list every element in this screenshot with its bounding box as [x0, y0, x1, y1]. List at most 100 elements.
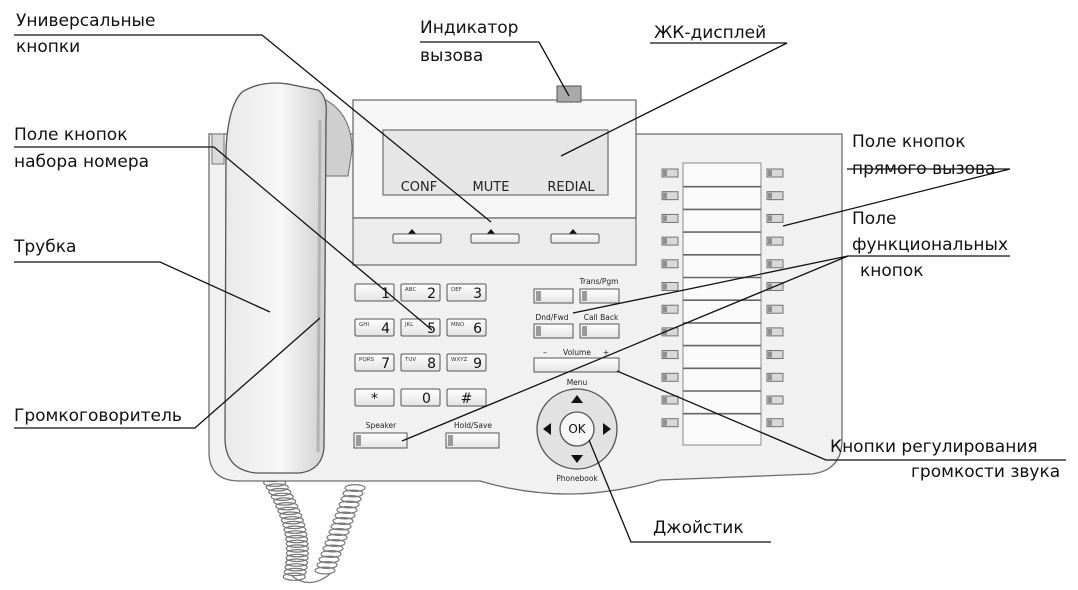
cord-coil [316, 560, 338, 569]
cord-coil [330, 522, 352, 531]
arrow-down-icon[interactable] [571, 455, 583, 463]
dial-key-letters: ABC [405, 287, 416, 293]
dial-key-face[interactable] [400, 318, 441, 337]
cord-coil [328, 527, 350, 536]
dss-button-right[interactable] [766, 418, 784, 428]
dss-button-left[interactable] [661, 395, 679, 405]
dss-button-left[interactable] [661, 327, 679, 337]
dss-button-left[interactable] [661, 168, 679, 178]
dial-key[interactable]: 4 GHI [354, 318, 395, 337]
cord-coil [332, 516, 354, 525]
dnd-fwd-button[interactable] [533, 323, 574, 339]
dss-led [768, 397, 772, 403]
dss-led [768, 328, 772, 335]
cord-coil [277, 506, 301, 516]
function-button-left[interactable] [533, 288, 574, 304]
leader-lines [14, 34, 1066, 543]
dss-button-right[interactable] [766, 236, 784, 246]
cord-coil [268, 487, 292, 497]
dss-button-left[interactable] [661, 236, 679, 246]
dss-button-right[interactable] [766, 350, 784, 360]
callout-universal-buttons-line1: Универсальные [16, 11, 155, 31]
callout-universal-buttons-line2: кнопки [16, 37, 80, 57]
dial-key-letters: GHI [359, 322, 369, 328]
cord-coil [284, 563, 308, 572]
cord-coil [340, 495, 362, 504]
dss-button-left[interactable] [661, 418, 679, 428]
arrow-left-icon[interactable] [543, 423, 551, 435]
callout-function-buttons-line1: Поле [852, 209, 897, 229]
leader-dial-keypad [14, 146, 433, 331]
dss-button-right[interactable] [766, 304, 784, 314]
dial-key-face[interactable] [446, 283, 487, 302]
dss-label-strip [682, 162, 762, 446]
dial-key-face[interactable] [354, 388, 395, 407]
dial-key[interactable]: # [446, 388, 487, 407]
dial-key-face[interactable] [400, 283, 441, 302]
speaker-label: Speaker [366, 421, 397, 430]
call-back-button[interactable] [579, 323, 620, 339]
lcd-softkey-label-mute: MUTE [473, 180, 510, 195]
dial-key-digit: 4 [381, 321, 390, 337]
dss-button-left[interactable] [661, 282, 679, 291]
callout-call-indicator-line1: Индикатор [420, 18, 518, 38]
volume-rocker-button[interactable] [533, 357, 620, 373]
dss-button-right[interactable] [766, 372, 784, 382]
dss-button-left[interactable] [661, 259, 679, 269]
dial-key-face[interactable] [400, 353, 441, 372]
key-led [448, 435, 453, 446]
softkey-button-conf[interactable] [392, 233, 442, 244]
dial-key[interactable]: 1 [354, 283, 395, 302]
dial-key-face[interactable] [354, 283, 395, 302]
dss-button-right[interactable] [766, 327, 784, 337]
dial-key-face[interactable] [354, 353, 395, 372]
dss-button-right[interactable] [766, 395, 784, 405]
volume-minus-label: – [543, 348, 547, 357]
dss-button-left[interactable] [661, 304, 679, 314]
dss-button-right[interactable] [766, 191, 784, 201]
arrow-up-icon[interactable] [571, 395, 583, 403]
trans-pgm-label: Trans/Pgm [579, 277, 619, 286]
key-led [536, 291, 541, 301]
leader-speakerphone [14, 317, 321, 429]
dss-button-left[interactable] [661, 350, 679, 360]
dial-key-face[interactable] [446, 353, 487, 372]
softkey-button-mute[interactable] [470, 233, 520, 244]
dss-button-right[interactable] [766, 168, 784, 178]
dss-button-left[interactable] [661, 372, 679, 382]
dss-button-right[interactable] [766, 259, 784, 269]
dial-key[interactable]: 0 [400, 388, 441, 407]
dial-key-face[interactable] [354, 318, 395, 337]
callout-handset: Трубка [13, 237, 76, 257]
dial-key-face[interactable] [446, 388, 487, 407]
dial-key-face[interactable] [400, 388, 441, 407]
speaker-button[interactable] [353, 432, 408, 449]
dss-button-right[interactable] [766, 213, 784, 223]
callout-dss-buttons-line2: прямого вызова [852, 159, 995, 179]
arrow-right-icon[interactable] [603, 423, 611, 435]
callouts: Универсальные кнопки Индикатор вызова ЖК… [13, 11, 1060, 538]
dss-led [663, 397, 667, 403]
softkey-button-redial[interactable] [550, 233, 600, 244]
cord-coil [285, 534, 309, 544]
dss-button-left[interactable] [661, 191, 679, 201]
dial-key-digit: 3 [473, 286, 482, 302]
dial-key-face[interactable] [446, 318, 487, 337]
trans-pgm-button[interactable] [579, 288, 620, 304]
dss-led [768, 215, 772, 222]
dial-key[interactable]: * [354, 388, 395, 407]
hold-save-button[interactable] [445, 432, 500, 449]
callout-speakerphone: Громкоговоритель [14, 406, 182, 426]
cord-coil [282, 572, 306, 581]
cord-coil [285, 553, 309, 563]
handset[interactable] [224, 82, 327, 474]
ok-button[interactable] [559, 411, 595, 447]
dss-button-left[interactable] [661, 213, 679, 223]
